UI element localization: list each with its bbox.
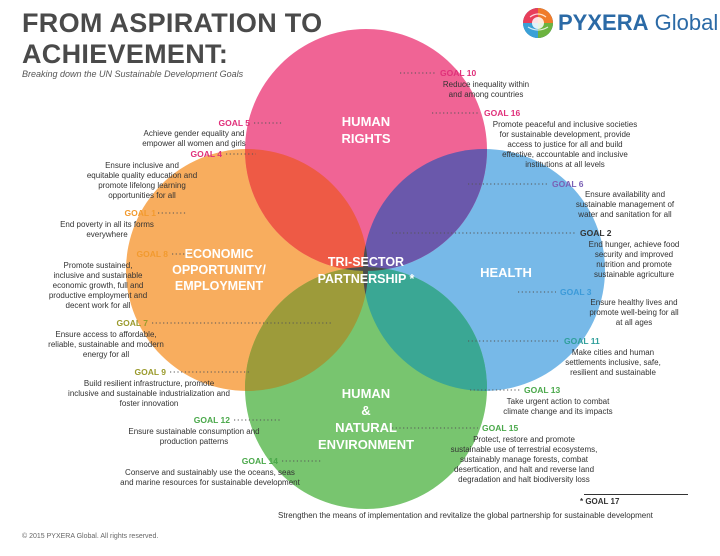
goal-13-label: GOAL 13 <box>524 385 561 395</box>
globe-icon <box>523 8 553 38</box>
goal-2-desc: End hunger, achieve food security and im… <box>588 240 680 279</box>
goal-4: GOAL 4 <box>150 149 223 160</box>
label-environment-1: HUMAN <box>342 386 390 401</box>
label-center-2: PARTNERSHIP * <box>318 272 415 286</box>
goal-13: GOAL 13 <box>524 385 560 396</box>
label-economic-2: OPPORTUNITY/ <box>172 263 266 277</box>
goal-15-label: GOAL 15 <box>482 423 519 433</box>
goal-16-desc: Promote peaceful and inclusive societies… <box>492 120 638 169</box>
goal-14: GOAL 14 <box>206 456 278 467</box>
label-economic-3: EMPLOYMENT <box>175 279 264 293</box>
logo-wordmark: PYXERA Global <box>558 10 718 36</box>
goal-7-label: GOAL 7 <box>116 318 149 328</box>
goal-12-label: GOAL 12 <box>193 415 230 425</box>
title-line-1: FROM ASPIRATION TO <box>22 8 323 38</box>
goal-17-label: * GOAL 17 <box>580 497 620 506</box>
goal-15-desc: Protect, restore and promote sustainable… <box>450 435 598 484</box>
goal-9-desc: Build resilient infrastructure, promote … <box>68 379 230 408</box>
goal-15: GOAL 15 <box>482 423 518 434</box>
label-environment-2: & <box>361 403 370 418</box>
goal-17-rule <box>584 494 688 495</box>
goal-8: GOAL 8 <box>96 249 169 260</box>
goal-10: GOAL 10 <box>440 68 476 79</box>
goal-5-desc: Achieve gender equality and empower all … <box>142 129 246 148</box>
pyxera-logo: PYXERA Global <box>520 6 718 40</box>
goal-11: GOAL 11 <box>564 336 600 347</box>
goal-1-desc: End poverty in all its forms everywhere <box>60 220 154 239</box>
logo-brand-light: Global <box>654 10 719 35</box>
goal-14-desc: Conserve and sustainably use the oceans,… <box>120 468 300 487</box>
goal-8-label: GOAL 8 <box>136 249 169 259</box>
label-economic-1: ECONOMIC <box>185 247 254 261</box>
goal-4-label: GOAL 4 <box>190 149 223 159</box>
label-human-rights-1: HUMAN <box>342 114 390 129</box>
goal-17-desc: Strengthen the means of implementation a… <box>278 511 653 520</box>
goal-5: GOAL 5 <box>180 118 251 129</box>
logo-brand-bold: PYXERA <box>558 10 649 35</box>
goal-5-label: GOAL 5 <box>218 118 251 128</box>
copyright: © 2015 PYXERA Global. All rights reserve… <box>22 533 159 540</box>
goal-16-label: GOAL 16 <box>484 108 521 118</box>
goal-6-label: GOAL 6 <box>552 179 584 189</box>
goal-10-desc: Reduce inequality within and among count… <box>442 80 530 99</box>
label-human-rights-2: RIGHTS <box>341 131 390 146</box>
label-center-1: TRI-SECTOR <box>328 255 404 269</box>
goal-10-label: GOAL 10 <box>440 68 477 78</box>
label-environment-4: ENVIRONMENT <box>318 437 414 452</box>
goal-12-desc: Ensure sustainable consumption and produ… <box>128 427 260 446</box>
goal-11-desc: Make cities and human settlements inclus… <box>565 348 661 377</box>
goal-3-desc: Ensure healthy lives and promote well-be… <box>589 298 679 327</box>
page-title: FROM ASPIRATION TO ACHIEVEMENT: <box>22 8 322 70</box>
goal-9: GOAL 9 <box>94 367 167 378</box>
goal-8-desc: Promote sustained, inclusive and sustain… <box>48 261 148 310</box>
goal-3: GOAL 3 <box>560 287 592 298</box>
goal-6: GOAL 6 <box>552 179 584 190</box>
goal-1-label: GOAL 1 <box>124 208 157 218</box>
goal-2-label: GOAL 2 <box>580 228 612 238</box>
goal-7-desc: Ensure access to affordable, reliable, s… <box>48 330 164 359</box>
label-health: HEALTH <box>480 265 532 280</box>
goal-4-desc: Ensure inclusive and equitable quality e… <box>86 161 198 200</box>
goal-9-label: GOAL 9 <box>134 367 167 377</box>
goal-13-desc: Take urgent action to combat climate cha… <box>503 397 613 416</box>
page-subtitle: Breaking down the UN Sustainable Develop… <box>22 69 244 79</box>
goal-11-label: GOAL 11 <box>564 336 600 346</box>
goal-7: GOAL 7 <box>76 318 149 329</box>
goal-12: GOAL 12 <box>158 415 230 426</box>
title-line-2: ACHIEVEMENT: <box>22 39 229 69</box>
goal-14-label: GOAL 14 <box>241 456 278 466</box>
goal-16: GOAL 16 <box>484 108 520 119</box>
goal-2: GOAL 2 <box>580 228 612 239</box>
goal-1: GOAL 1 <box>84 208 157 219</box>
label-environment-3: NATURAL <box>335 420 397 435</box>
goal-3-label: GOAL 3 <box>560 287 592 297</box>
goal-6-desc: Ensure availability and sustainable mana… <box>575 190 675 219</box>
